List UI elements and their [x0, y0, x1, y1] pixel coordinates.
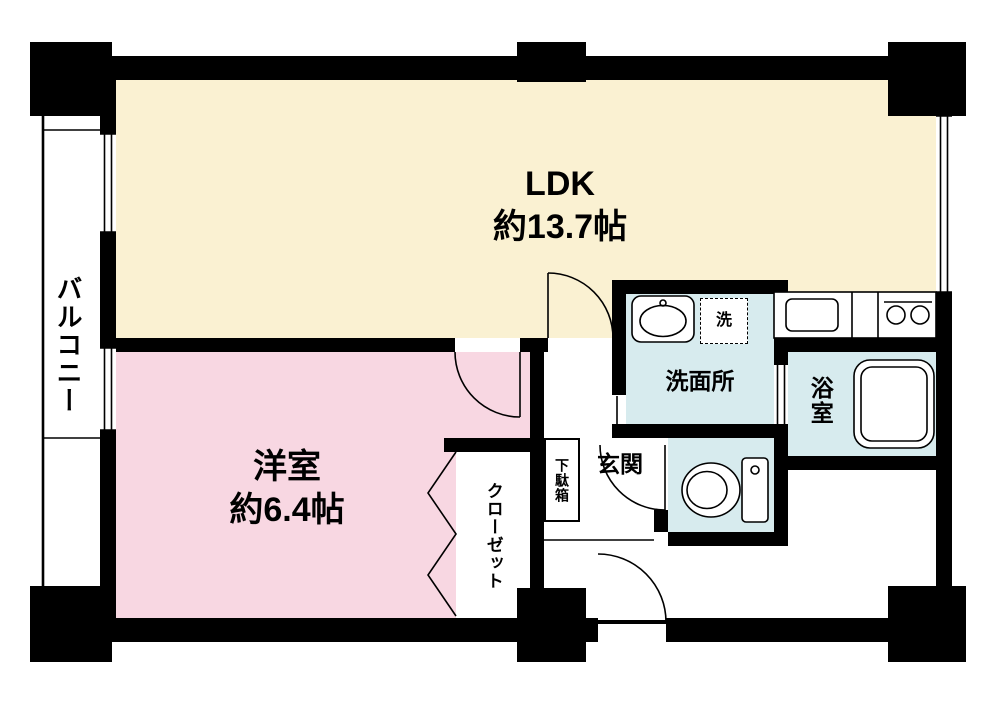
- wall-left-segment: [100, 430, 116, 620]
- wall-washroom-top: [612, 280, 788, 294]
- ldk-size: 約13.7帖: [492, 207, 628, 246]
- wall-washroom-bottom: [612, 424, 788, 438]
- wall-closet-top: [444, 438, 530, 452]
- wall-top: [100, 56, 900, 80]
- wall-bath-bottom: [788, 456, 936, 470]
- ldk-label: LDK 約13.7帖: [400, 162, 720, 250]
- window-ldk-right-icon: [936, 115, 952, 293]
- window-bedroom-left-icon: [100, 347, 116, 431]
- pillar-bottom-right: [888, 586, 966, 662]
- ldk-door-icon: [547, 272, 614, 339]
- entrance-label: 玄関: [597, 450, 643, 477]
- wall-toilet-bottom: [668, 532, 788, 546]
- stove-icon: [884, 301, 932, 325]
- wall-washroom-left: [612, 280, 626, 395]
- western-room-name: 洋室: [252, 448, 321, 487]
- bathroom-label: 浴室: [807, 376, 834, 426]
- bedroom-door-icon: [454, 351, 521, 418]
- bathroom-door-icon: [776, 365, 786, 425]
- pillar-top-right: [888, 42, 966, 116]
- western-room-label: 洋室 約6.4帖: [137, 443, 437, 535]
- wall-kitchen-bathroom: [774, 338, 936, 352]
- balcony-partition-lines: [43, 129, 100, 439]
- wall-ldk-bedroom: [112, 338, 455, 352]
- ldk-name: LDK: [525, 165, 595, 204]
- pillar-bottom-left: [30, 586, 112, 662]
- balcony-label: バルコニー: [52, 275, 83, 415]
- pillar-top-middle: [517, 42, 586, 82]
- wall-right-segment: [936, 292, 952, 618]
- closet-label: クローゼット: [483, 482, 503, 590]
- shoe-box-cabinet: [544, 438, 580, 522]
- wall-left-segment: [100, 232, 116, 348]
- toilet-door-icon: [599, 444, 666, 511]
- pillar-top-left: [30, 42, 112, 116]
- wall-left-segment: [100, 80, 116, 134]
- western-room-size: 約6.4帖: [229, 490, 345, 529]
- washroom-label: 洗面所: [665, 367, 735, 394]
- pillar-bottom-middle: [517, 588, 586, 662]
- window-ldk-left-icon: [100, 133, 116, 233]
- entrance-door-icon: [597, 553, 667, 624]
- wall-bottom: [100, 618, 900, 642]
- toilet-icon: [681, 457, 769, 523]
- shoe-box-label: 下駄箱: [554, 457, 571, 503]
- washbasin-icon: [631, 295, 695, 343]
- washer-space: [700, 298, 748, 344]
- bathtub-icon: [853, 359, 935, 449]
- closet-folding-door-icon: [427, 451, 457, 617]
- washer-label: 洗: [715, 311, 732, 329]
- wall-bath-left-segment: [774, 425, 788, 546]
- wall-stub: [520, 338, 548, 352]
- wall-hall-west: [530, 352, 544, 618]
- wall-toilet-left-stub: [654, 510, 668, 532]
- kitchen-counter-icon: [773, 291, 937, 339]
